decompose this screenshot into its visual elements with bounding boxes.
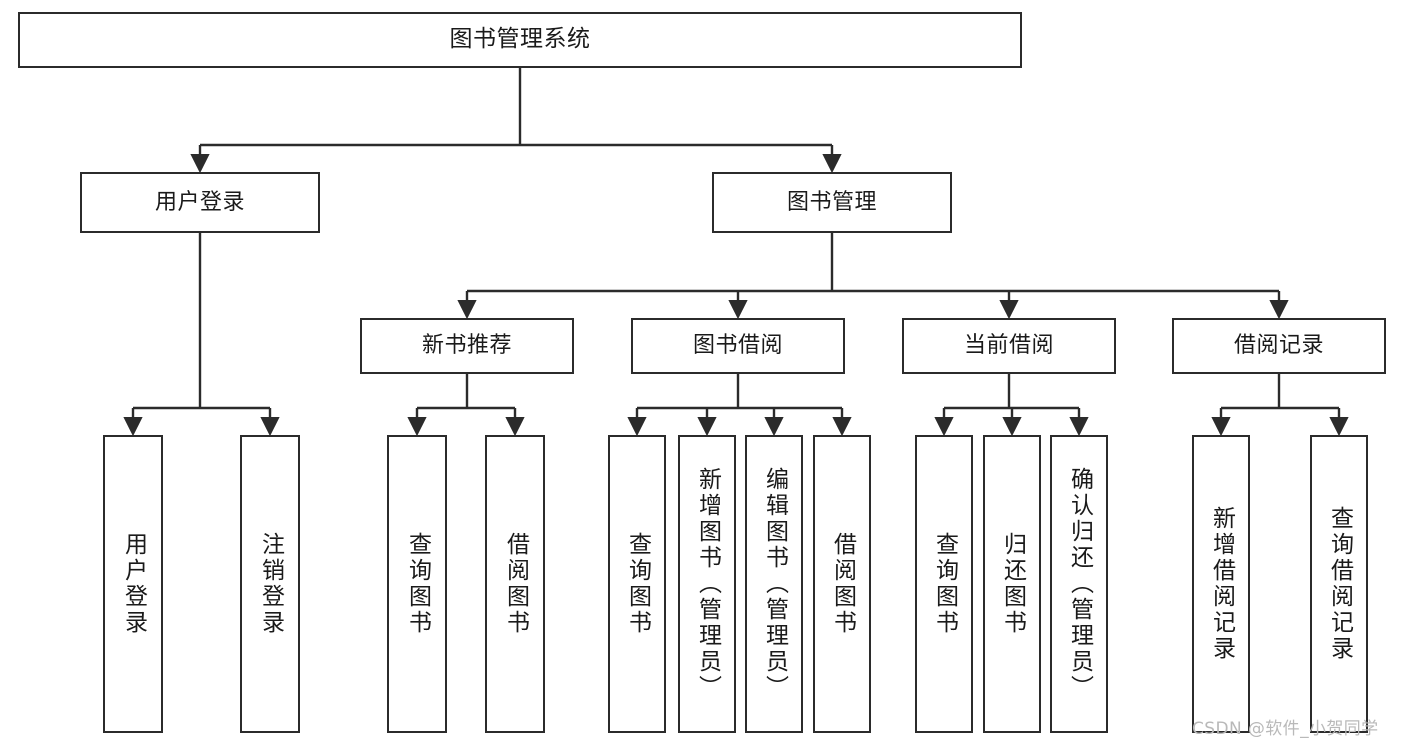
node-r-add[interactable]: 新增借阅记录 <box>1192 435 1250 733</box>
node-label: 查询图书 <box>624 532 651 636</box>
node-label: 归还图书 <box>999 532 1026 636</box>
node-label: 图书管理系统 <box>449 26 591 53</box>
node-l-logout[interactable]: 注销登录 <box>240 435 300 733</box>
node-label: 查询借阅记录 <box>1326 506 1353 662</box>
node-bookmgmt[interactable]: 图书管理 <box>712 172 952 233</box>
node-n-query[interactable]: 查询图书 <box>387 435 447 733</box>
node-label: 注销登录 <box>257 532 284 636</box>
node-label: 新增图书（管理员） <box>694 467 721 701</box>
node-current[interactable]: 当前借阅 <box>902 318 1116 374</box>
node-login[interactable]: 用户登录 <box>80 172 320 233</box>
node-c-query[interactable]: 查询图书 <box>915 435 973 733</box>
node-b-borrow[interactable]: 借阅图书 <box>813 435 871 733</box>
node-label: 查询图书 <box>404 532 431 636</box>
node-label: 查询图书 <box>931 532 958 636</box>
node-c-confirm[interactable]: 确认归还（管理员） <box>1050 435 1108 733</box>
node-label: 借阅图书 <box>502 532 529 636</box>
node-l-login[interactable]: 用户登录 <box>103 435 163 733</box>
node-b-query[interactable]: 查询图书 <box>608 435 666 733</box>
node-records[interactable]: 借阅记录 <box>1172 318 1386 374</box>
node-b-add[interactable]: 新增图书（管理员） <box>678 435 736 733</box>
node-c-return[interactable]: 归还图书 <box>983 435 1041 733</box>
node-borrow[interactable]: 图书借阅 <box>631 318 845 374</box>
node-label: 用户登录 <box>120 532 147 636</box>
node-label: 新书推荐 <box>421 333 512 359</box>
node-label: 图书管理 <box>786 189 877 215</box>
node-label: 用户登录 <box>154 189 245 215</box>
node-label: 图书借阅 <box>692 333 783 359</box>
node-label: 借阅图书 <box>829 532 856 636</box>
node-label: 编辑图书（管理员） <box>761 467 788 701</box>
node-label: 借阅记录 <box>1233 333 1324 359</box>
node-r-query[interactable]: 查询借阅记录 <box>1310 435 1368 733</box>
node-label: 新增借阅记录 <box>1208 506 1235 662</box>
node-newbooks[interactable]: 新书推荐 <box>360 318 574 374</box>
node-n-borrow[interactable]: 借阅图书 <box>485 435 545 733</box>
node-label: 当前借阅 <box>963 333 1054 359</box>
node-label: 确认归还（管理员） <box>1066 467 1093 701</box>
node-root[interactable]: 图书管理系统 <box>18 12 1022 68</box>
node-b-edit[interactable]: 编辑图书（管理员） <box>745 435 803 733</box>
csdn-watermark: CSDN @软件_小贺同学 <box>1192 719 1379 739</box>
